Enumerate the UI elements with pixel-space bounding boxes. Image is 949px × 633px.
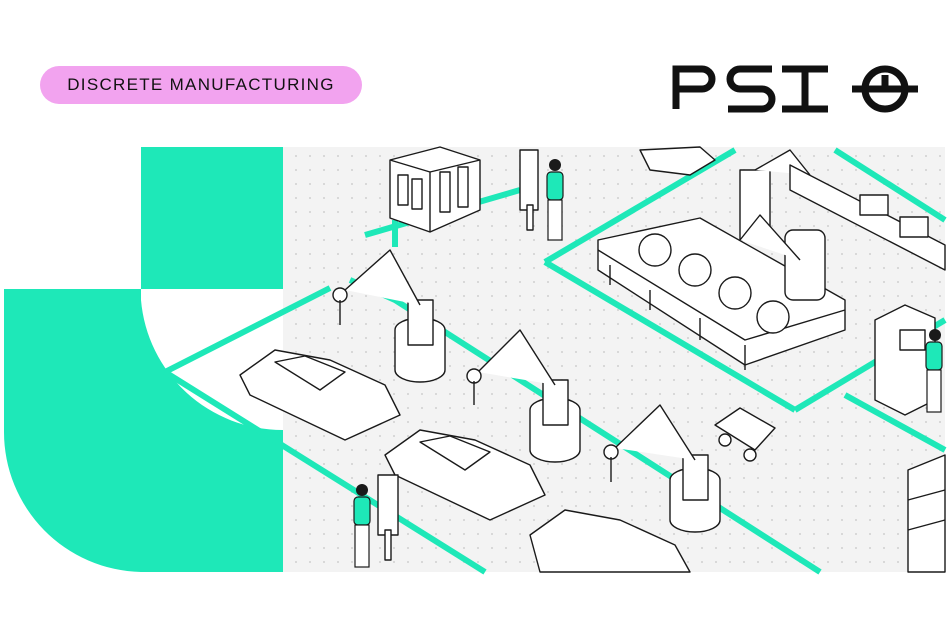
psi-logo <box>672 65 918 113</box>
gear-conveyor <box>597 217 846 370</box>
kiosk-top <box>519 149 539 231</box>
shelving-unit <box>907 454 946 573</box>
robot-arm-2 <box>466 329 581 463</box>
box-shelf <box>789 164 946 271</box>
robot-arm-1 <box>332 249 446 383</box>
category-tag: DISCRETE MANUFACTURING <box>40 66 362 104</box>
small-cart <box>714 407 776 462</box>
car-3 <box>529 509 691 573</box>
worker-top <box>546 159 564 241</box>
robot-arm-3 <box>603 404 721 533</box>
server-cabinets <box>389 146 481 233</box>
kiosk-bottom <box>377 474 399 561</box>
category-tag-label: DISCRETE MANUFACTURING <box>67 75 335 94</box>
robot-arm-top-right <box>739 149 826 301</box>
car-top <box>639 146 716 176</box>
worker-right <box>925 329 943 413</box>
accent-shapes <box>4 147 283 572</box>
psi-power-circle-icon <box>852 65 918 113</box>
worker-bottom <box>353 484 371 568</box>
car-1 <box>239 349 401 441</box>
car-2 <box>384 429 546 521</box>
